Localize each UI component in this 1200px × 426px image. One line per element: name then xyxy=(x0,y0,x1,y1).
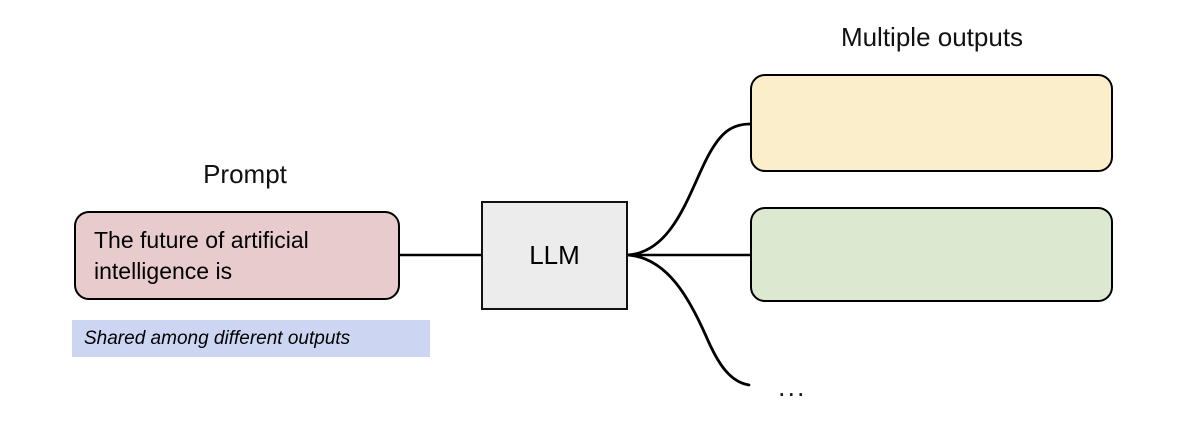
prompt-text: The future of artificial intelligence is xyxy=(94,227,309,284)
connector-llm-to-more-outputs xyxy=(626,253,751,387)
prompt-box: The future of artificial intelligence is xyxy=(74,211,400,300)
llm-label: LLM xyxy=(529,240,580,270)
output-box-1 xyxy=(750,74,1113,172)
prompt-section-title: Prompt xyxy=(203,159,287,189)
llm-box: LLM xyxy=(481,201,628,310)
output-box-2 xyxy=(750,207,1113,302)
connector-llm-to-output-1 xyxy=(626,122,752,257)
outputs-section-title: Multiple outputs xyxy=(840,22,1024,52)
more-outputs-ellipsis: ... xyxy=(778,372,807,402)
shared-among-outputs-note: Shared among different outputs xyxy=(72,320,430,357)
shared-note-text: Shared among different outputs xyxy=(84,327,351,349)
